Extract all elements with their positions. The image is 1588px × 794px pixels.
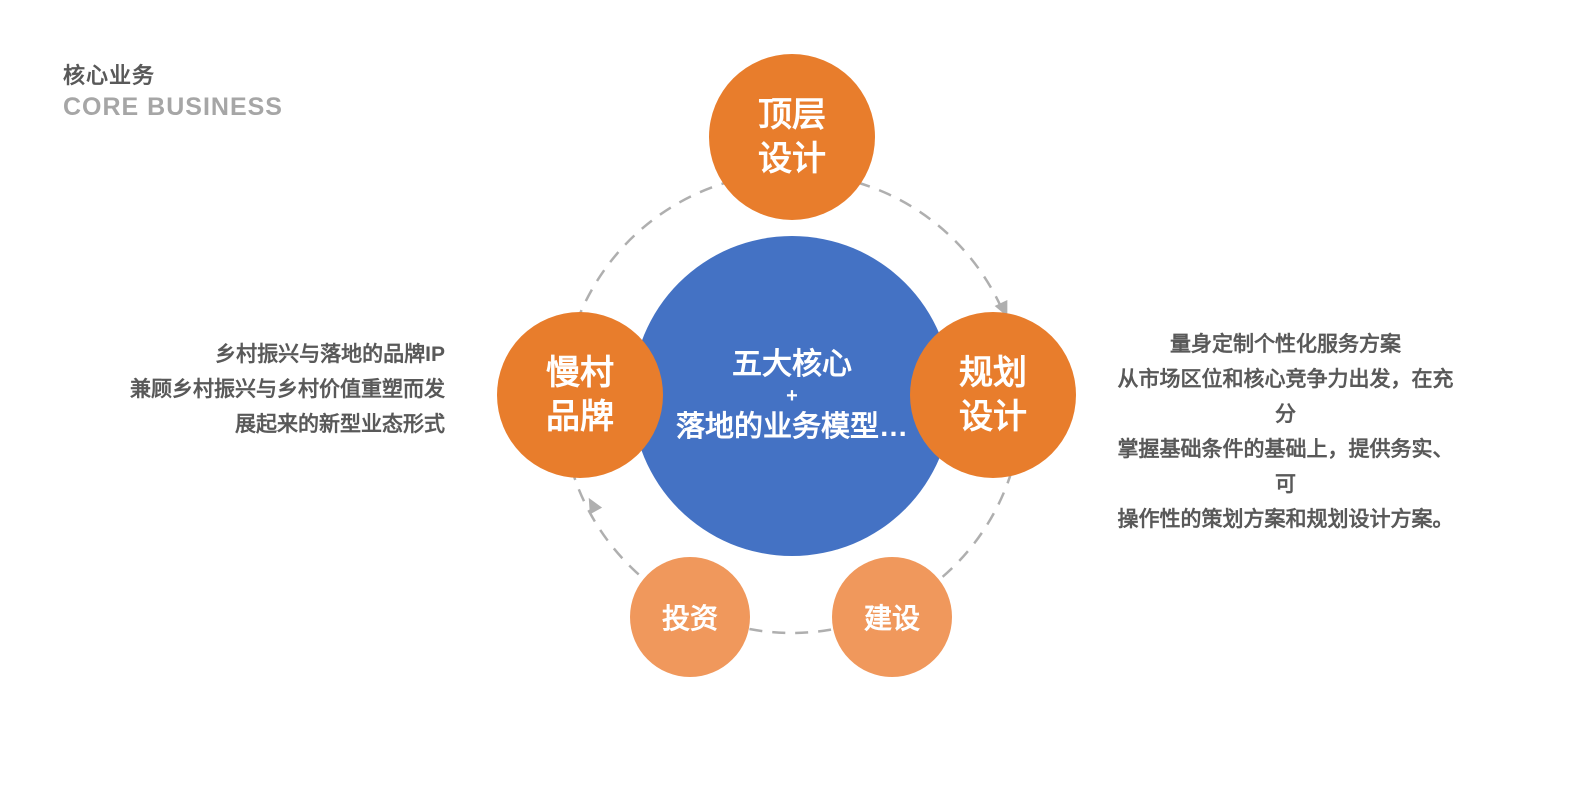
- node-planning-design: 规划 设计: [910, 312, 1076, 478]
- header: 核心业务 CORE BUSINESS: [63, 58, 283, 122]
- node-investment: 投资: [630, 557, 750, 677]
- node-label: 投资: [661, 603, 718, 634]
- node-construction: 建设: [832, 557, 952, 677]
- node-label: 慢村 品牌: [546, 354, 614, 436]
- center-circle-line3: 落地的业务模型…: [675, 411, 908, 443]
- left-annotation: 乡村振兴与落地的品牌IP 兼顾乡村振兴与乡村价值重塑而发 展起来的新型业态形式: [85, 337, 445, 442]
- left-annotation-line: 乡村振兴与落地的品牌IP: [215, 343, 445, 366]
- plus-sign: +: [786, 385, 798, 407]
- right-annotation-line: 操作性的策划方案和规划设计方案。: [1117, 508, 1454, 531]
- page-title: 核心业务: [63, 63, 156, 88]
- page-subtitle: CORE BUSINESS: [63, 93, 283, 121]
- node-slow-village-brand: 慢村 品牌: [497, 312, 663, 478]
- right-annotation-line: 掌握基础条件的基础上，提供务实、可: [1117, 438, 1454, 496]
- right-annotation-line: 量身定制个性化服务方案: [1170, 333, 1401, 356]
- node-label: 顶层 设计: [758, 96, 826, 178]
- center-circle: 五大核心 + 落地的业务模型…: [632, 236, 952, 556]
- node-label: 建设: [863, 603, 920, 634]
- ring-arrowhead-left-icon: [588, 497, 603, 515]
- right-annotation: 量身定制个性化服务方案 从市场区位和核心竞争力出发，在充分 掌握基础条件的基础上…: [1113, 327, 1458, 537]
- node-label: 规划 设计: [959, 354, 1027, 436]
- center-circle-line1: 五大核心: [732, 348, 852, 381]
- left-annotation-line: 兼顾乡村振兴与乡村价值重塑而发: [130, 378, 445, 401]
- node-top-level-design: 顶层 设计: [709, 54, 875, 220]
- left-annotation-line: 展起来的新型业态形式: [235, 413, 445, 436]
- right-annotation-line: 从市场区位和核心竞争力出发，在充分: [1117, 368, 1454, 426]
